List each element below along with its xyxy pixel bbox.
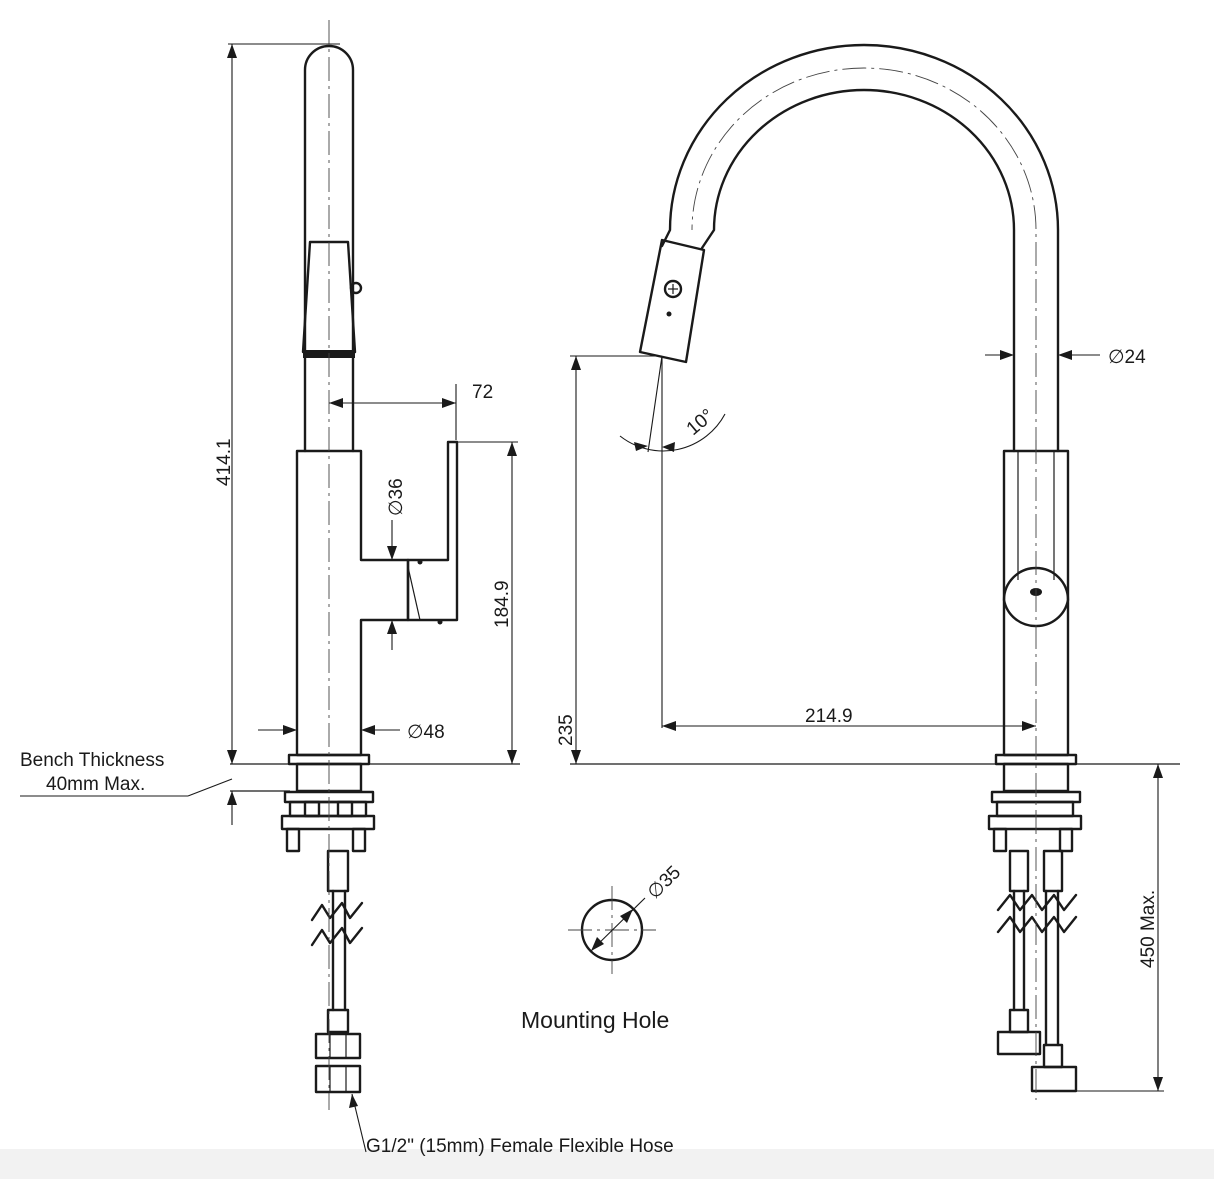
dim-spout-reach: 214.9: [805, 706, 853, 727]
hose-note: G1/2" (15mm) Female Flexible Hose: [349, 1093, 674, 1157]
front-spray-button: [663, 279, 683, 299]
side-hose-nut-2: [314, 1064, 362, 1094]
mounting-hole-detail: ∅35 Mounting Hole: [521, 862, 685, 1033]
dim-lever-diameter: ∅36: [386, 478, 407, 516]
dim-lever-height: 184.9: [492, 580, 513, 628]
dim-mounting-hole-diameter: ∅35: [644, 862, 685, 903]
bottom-band: [0, 1149, 1214, 1179]
front-hose-fitting-1: [1008, 849, 1030, 893]
front-hose-nut-1: [996, 1030, 1042, 1056]
side-spray-button: [349, 281, 363, 295]
dim-spout-diameter: ∅24: [1108, 347, 1146, 368]
side-view: 414.1 72 ∅36 184.9 ∅48 Bench Thickness 4…: [20, 20, 520, 1110]
bench-thickness-label-1: Bench Thickness: [20, 750, 164, 771]
dim-spout-height: 235: [556, 714, 577, 746]
dim-body-diameter: ∅48: [407, 722, 445, 743]
front-lever-hub: [1002, 566, 1070, 628]
front-spray-head: [638, 238, 706, 364]
side-spout-tube: [303, 44, 355, 354]
front-gooseneck-spout: [700, 88, 1016, 453]
dim-spray-angle: 10°: [683, 405, 719, 440]
side-lever: [406, 440, 459, 622]
front-view: ∅24 10° 214.9 235 450 Max.: [556, 43, 1180, 1100]
dim-hose-length: 450 Max.: [1138, 890, 1159, 968]
side-hose-fitting: [326, 849, 350, 893]
front-hose-fitting-2: [1042, 849, 1064, 893]
hose-note-text: G1/2" (15mm) Female Flexible Hose: [366, 1136, 674, 1157]
dim-overall-height: 414.1: [214, 438, 235, 486]
side-hose-nut-1: [314, 1032, 362, 1060]
bench-thickness-label-2: 40mm Max.: [46, 774, 145, 795]
front-hose-nut-2: [1030, 1065, 1078, 1093]
dim-lever-reach: 72: [472, 382, 493, 403]
mounting-hole-label: Mounting Hole: [521, 1007, 669, 1033]
